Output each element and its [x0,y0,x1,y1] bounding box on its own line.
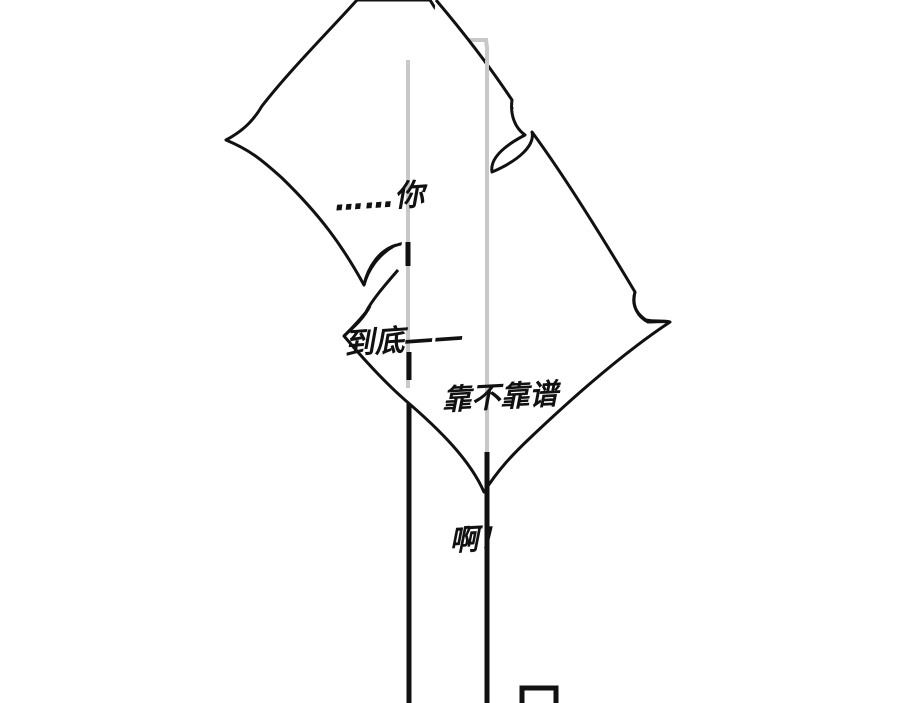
bubble-2-notch [632,291,671,324]
speech-bubble-2-text: 靠不靠谱 啊！ [436,277,572,659]
speech-line: 啊！ [448,520,509,558]
black-pole-in-bubble [405,242,412,380]
speech-line: ……你 [333,177,426,219]
speech-line: 靠不靠谱 [441,376,559,417]
bubble-1-tail [362,243,397,286]
bubble-2-hook [342,305,372,338]
grey-pole-in-bubble [406,60,489,455]
bottom-box [519,685,559,703]
